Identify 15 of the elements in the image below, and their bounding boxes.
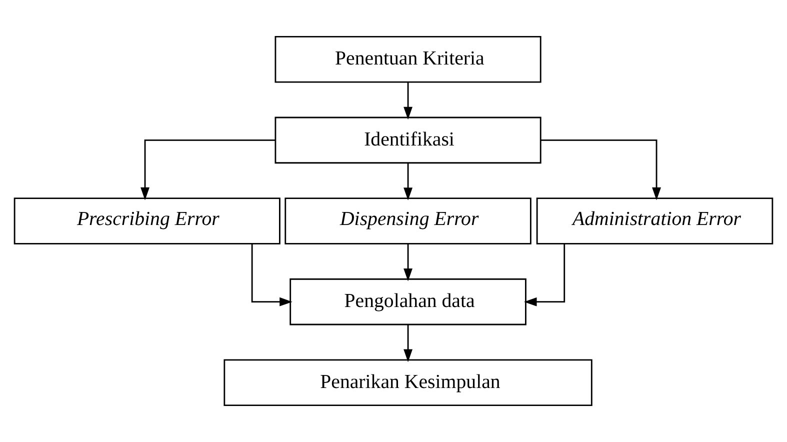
arrow — [524, 244, 566, 306]
node-box: Pengolahan data — [290, 278, 526, 326]
node-box: Prescribing Error — [14, 198, 280, 244]
arrow — [540, 139, 661, 200]
node-box: Dispensing Error — [284, 198, 532, 244]
node-box: Administration Error — [536, 198, 774, 244]
arrow — [140, 139, 276, 200]
arrow — [251, 244, 292, 306]
arrow — [404, 163, 412, 200]
arrow — [404, 82, 412, 120]
node-box: Identifikasi — [274, 116, 542, 164]
arrow — [404, 244, 412, 282]
node-box: Penentuan Kriteria — [274, 36, 542, 83]
arrow — [404, 324, 412, 362]
node-box: Penarikan Kesimpulan — [224, 359, 592, 406]
